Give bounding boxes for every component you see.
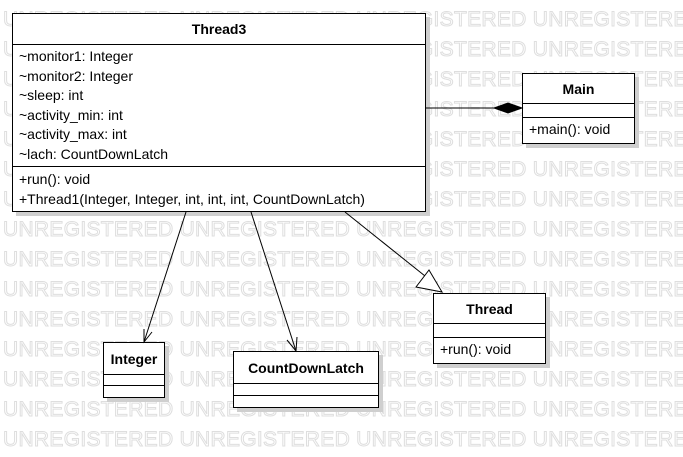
class-thread[interactable]: Thread +run(): void — [433, 293, 546, 364]
class-name: Main — [523, 74, 634, 104]
watermark-row: UNREGISTERED UNREGISTERED UNREGISTERED U… — [3, 308, 683, 332]
class-thread3[interactable]: Thread3 ~monitor1: Integer ~monitor2: In… — [12, 13, 426, 212]
composition-diamond-icon — [492, 102, 524, 114]
operation: +run(): void — [19, 171, 91, 187]
operations-section: +main(): void — [523, 118, 634, 140]
operations-section: +run(): void +Thread1(Integer, Integer, … — [13, 167, 425, 209]
generalization-line — [344, 211, 426, 277]
operations-section: +run(): void — [434, 338, 545, 360]
class-integer[interactable]: Integer — [103, 342, 165, 398]
class-main[interactable]: Main +main(): void — [522, 73, 635, 144]
attributes-section — [234, 384, 378, 396]
attribute: ~activity_max: int — [19, 126, 127, 142]
class-name: Thread3 — [13, 14, 425, 45]
class-name: Integer — [104, 343, 164, 375]
association-integer-line — [143, 211, 187, 343]
class-name: Thread — [434, 294, 545, 324]
open-arrowhead-icon — [286, 336, 298, 353]
attribute: ~lach: CountDownLatch — [19, 145, 169, 162]
attribute: ~sleep: int — [19, 87, 84, 103]
attributes-section — [434, 324, 545, 338]
watermark-row: UNREGISTERED UNREGISTERED UNREGISTERED U… — [3, 248, 683, 272]
attribute: ~monitor1: Integer — [19, 48, 134, 64]
watermark-row: UNREGISTERED UNREGISTERED UNREGISTERED U… — [3, 428, 683, 452]
class-name: CountDownLatch — [234, 352, 378, 384]
attribute: ~activity_min: int — [19, 106, 123, 123]
operation: +Thread1(Integer, Integer, int, int, int… — [19, 190, 365, 207]
generalization-arrowhead-icon — [415, 269, 443, 293]
attribute: ~monitor2: Integer — [19, 67, 134, 84]
operation: +main(): void — [529, 121, 611, 137]
association-countdownlatch-line — [250, 211, 297, 352]
class-countdownlatch[interactable]: CountDownLatch — [233, 351, 379, 408]
attributes-section — [523, 104, 634, 118]
watermark-row: UNREGISTERED UNREGISTERED UNREGISTERED U… — [3, 278, 683, 302]
attributes-section — [104, 375, 164, 386]
watermark-row: UNREGISTERED UNREGISTERED UNREGISTERED U… — [3, 218, 683, 242]
attributes-section: ~monitor1: Integer ~monitor2: Integer ~s… — [13, 45, 425, 167]
operation: +run(): void — [440, 341, 512, 357]
open-arrowhead-icon — [143, 329, 153, 344]
